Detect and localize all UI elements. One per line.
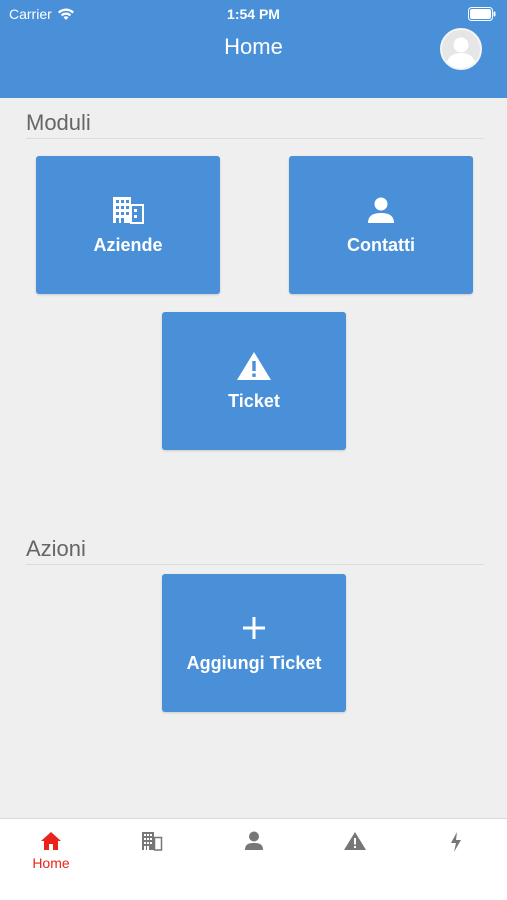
home-icon xyxy=(41,832,61,850)
status-bar: Carrier 1:54 PM xyxy=(0,0,507,28)
plus-icon xyxy=(241,613,267,643)
tab-aziende[interactable] xyxy=(102,831,202,891)
section-title-azioni: Azioni xyxy=(26,536,86,561)
tile-ticket[interactable]: Ticket xyxy=(162,312,346,450)
tab-bar: Home xyxy=(0,818,507,900)
carrier-info: Carrier xyxy=(9,6,75,22)
tile-aggiungi-ticket[interactable]: Aggiungi Ticket xyxy=(162,574,346,712)
warning-icon xyxy=(236,351,272,381)
tile-label: Aziende xyxy=(93,234,163,255)
person-icon xyxy=(367,195,395,225)
tile-contatti[interactable]: Contatti xyxy=(289,156,473,294)
carrier-label: Carrier xyxy=(9,6,52,22)
building-icon xyxy=(142,832,163,851)
warning-icon xyxy=(344,832,366,850)
section-divider xyxy=(26,138,484,139)
tile-aziende[interactable]: Aziende xyxy=(36,156,220,294)
status-time: 1:54 PM xyxy=(227,6,280,22)
tile-label: Contatti xyxy=(347,234,415,255)
tab-ticket[interactable] xyxy=(305,831,405,891)
section-title-moduli: Moduli xyxy=(26,110,91,135)
page-title: Home xyxy=(224,34,283,59)
wifi-icon xyxy=(57,8,74,20)
tab-home[interactable]: Home xyxy=(1,831,101,891)
tab-azioni[interactable] xyxy=(406,831,506,891)
section-divider xyxy=(26,564,484,565)
tile-label: Aggiungi Ticket xyxy=(186,652,322,673)
app-header: Carrier 1:54 PM Home xyxy=(0,0,507,98)
tile-label: Ticket xyxy=(228,390,280,411)
avatar-silhouette xyxy=(446,37,476,68)
building-icon xyxy=(112,195,144,225)
person-icon xyxy=(245,831,263,850)
user-avatar-icon[interactable] xyxy=(440,28,482,70)
tab-label: Home xyxy=(32,855,70,871)
tab-contatti[interactable] xyxy=(204,831,304,891)
battery-icon xyxy=(468,7,496,21)
lightning-icon xyxy=(451,832,461,852)
